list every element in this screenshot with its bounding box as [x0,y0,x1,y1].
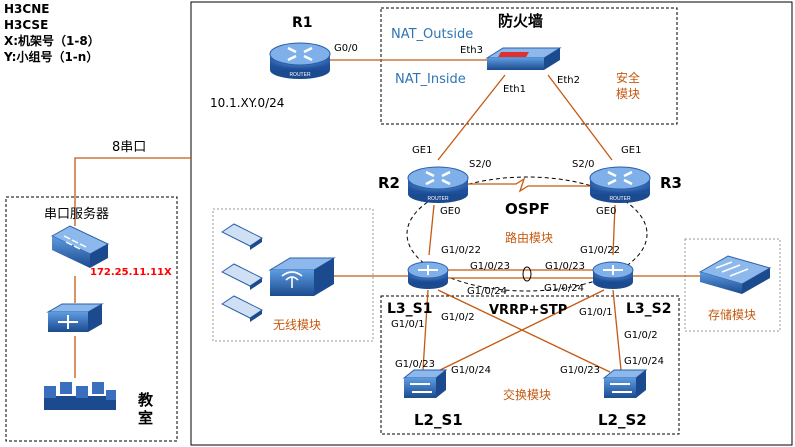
storage-icon[interactable] [698,255,772,294]
port-r3-ge1: GE1 [621,145,642,156]
l3s2-label: L3_S2 [626,301,672,317]
port-s1-g1022: G1/0/22 [441,245,481,256]
classroom-label-1: 教 [138,391,154,409]
port-r1-g00: G0/0 [334,43,358,54]
wireless-module-box [212,208,374,342]
port-r3-ge0: GE0 [596,206,617,217]
wireless-client-1-icon [221,223,263,250]
wireless-client-3-icon [221,295,263,322]
storage-module-box [684,238,781,332]
port-s2-g101: G1/0/1 [579,307,613,318]
link-firewall-r3 [547,74,613,161]
l2-switch-s1-icon[interactable] [402,369,448,398]
serial8-label: 8串口 [112,140,147,155]
storage-module-label: 存储模块 [708,308,757,322]
link-l3s2-l2s1 [435,289,605,373]
link-serial-8 [74,157,191,226]
firewall-icon[interactable] [485,47,562,70]
router-r3-icon[interactable] [589,166,651,203]
port-s2-g1022: G1/0/22 [580,245,620,256]
port-fw-eth1: Eth1 [503,84,526,95]
ospf-label: OSPF [505,200,550,218]
port-l2s1-g1023: G1/0/23 [395,359,435,370]
port-s2-g102: G1/0/2 [624,330,658,341]
main-frame [190,1,793,446]
wireless-ap-icon[interactable] [268,257,336,296]
port-s2-g1023: G1/0/23 [545,261,585,272]
port-fw-eth3: Eth3 [460,45,483,56]
port-l2s2-g1024: G1/0/24 [624,356,664,367]
serial-server-ip: 172.25.11.11X [90,267,172,278]
port-s1-g101: G1/0/1 [391,319,425,330]
link-firewall-r2 [437,74,506,161]
l2s2-label: L2_S2 [598,411,647,429]
router-r2-icon[interactable] [407,166,469,203]
legend-rack: X:机架号（1-8） [4,34,100,48]
port-s1-g1024: G1/0/24 [467,286,507,297]
security-module-box [380,7,678,125]
wireless-module-label: 无线模块 [273,318,322,332]
access-switch-icon[interactable] [46,303,104,332]
router-r1-icon[interactable] [269,42,331,79]
link-l3s1-l2s2 [437,289,611,373]
security-module-label-1: 安全 [616,71,641,85]
r3-caption: ROUTER [609,196,631,202]
r2-caption: ROUTER [427,196,449,202]
legend-group: Y:小组号（1-n） [4,50,99,64]
routing-module-label: 路由模块 [505,231,554,245]
port-r2-ge0: GE0 [440,206,461,217]
serial-server-label: 串口服务器 [44,207,110,222]
l2s1-label: L2_S1 [414,411,463,429]
serial-server-icon[interactable] [50,225,110,268]
port-s1-g102: G1/0/2 [441,312,475,323]
serial-server-box [5,196,178,442]
l2-switch-s2-icon[interactable] [602,369,648,398]
port-r2-ge1: GE1 [412,145,433,156]
link-r2-r3-serial [468,177,590,193]
switch-module-label: 交换模块 [503,388,552,402]
storage-caption: Storage [715,287,734,297]
l3s1-label: L3_S1 [387,301,433,317]
nat-outside-label: NAT_Outside [391,27,474,42]
switch-module-box [380,295,680,435]
port-r3-s20: S2/0 [572,159,595,170]
r2-label: R2 [378,174,400,192]
port-l2s2-g1023: G1/0/23 [560,365,600,376]
legend-h3cse: H3CSE [4,18,49,32]
r1-subnet-label: 10.1.XY.0/24 [210,96,285,110]
routing-module-ellipse [406,176,648,292]
r3-label: R3 [660,174,682,192]
port-s1-g1023: G1/0/23 [470,261,510,272]
wireless-client-2-icon [221,263,263,290]
port-r2-s20: S2/0 [469,159,492,170]
classroom-label-2: 室 [138,409,154,427]
link-r2-l3s1 [428,204,435,256]
link-l3s1-l2s1 [422,289,429,371]
firewall-label: 防火墙 [498,12,544,30]
stp-lag-oval [522,266,532,282]
port-s2-g1024: G1/0/24 [544,283,584,294]
link-r3-l3s2 [612,204,616,256]
vrrp-stp-label: VRRP+STP [489,303,568,318]
l3-switch-s2-icon[interactable] [592,261,634,289]
l3-switch-s1-icon[interactable] [407,261,449,289]
link-l3s2-l2s2 [612,289,622,371]
links [74,59,700,373]
legend-h3cne: H3CNE [4,2,50,16]
nat-inside-label: NAT_Inside [395,72,466,87]
port-l2s1-g1024: G1/0/24 [451,365,491,376]
classroom-icon [44,382,116,410]
r1-label: R1 [292,15,313,31]
r1-caption: ROUTER [289,72,311,78]
security-module-label-2: 模块 [616,87,641,101]
port-fw-eth2: Eth2 [557,75,580,86]
